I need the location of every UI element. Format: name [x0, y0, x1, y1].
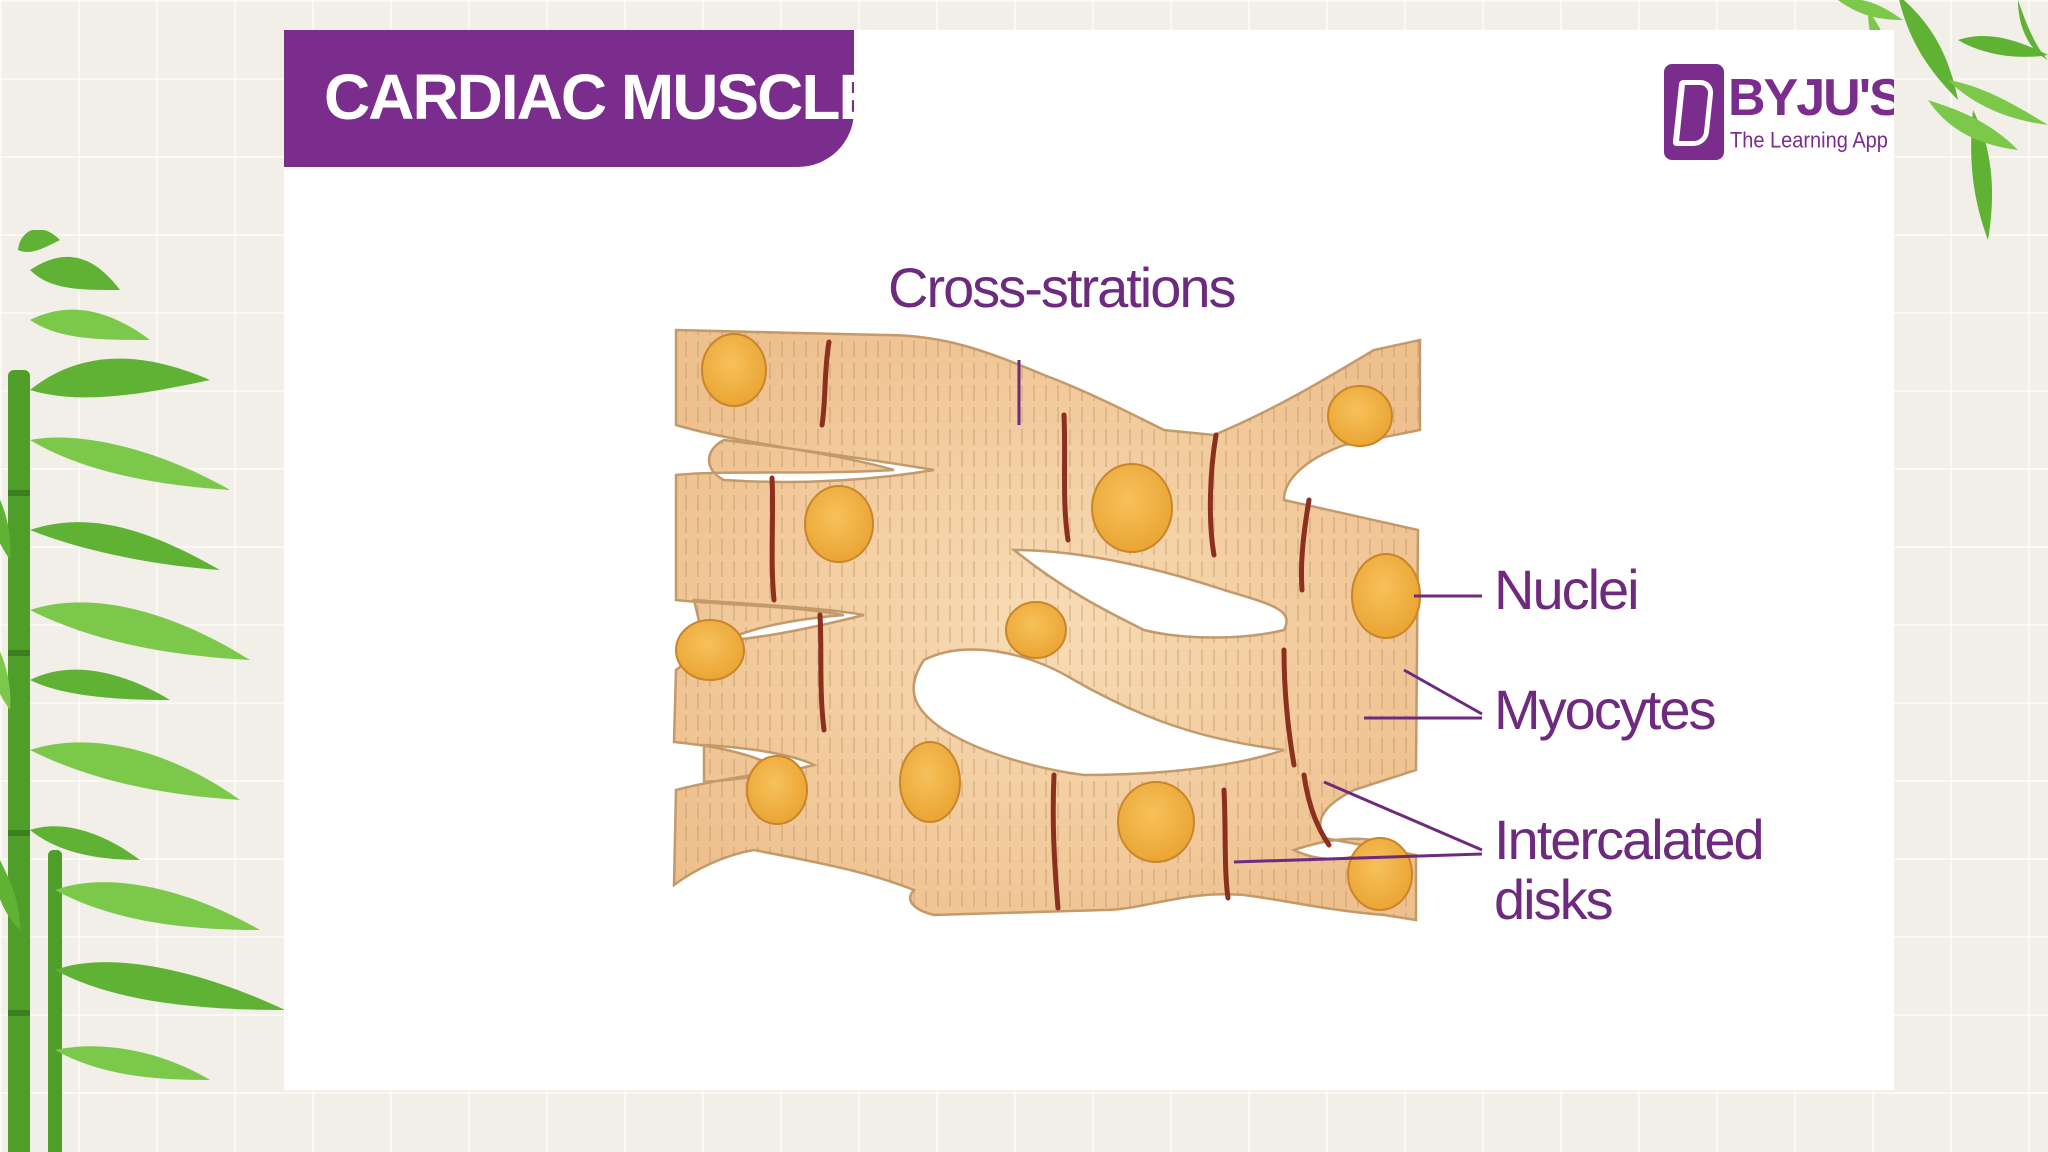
label-myocytes: Myocytes: [1494, 678, 1716, 741]
slide-title: CARDIAC MUSCLE: [324, 61, 881, 133]
label-intercalated-disks: Intercalated disks: [1494, 808, 1765, 932]
byjus-logo: BYJU'S The Learning App: [1664, 64, 1894, 174]
title-banner: CARDIAC MUSCLE: [284, 30, 881, 167]
logo-name: BYJU'S: [1728, 69, 1894, 127]
label-nuclei: Nuclei: [1494, 558, 1640, 621]
cardiac-muscle-illustration: [672, 328, 1483, 922]
label-intercalated-line2: disks: [1494, 868, 1614, 932]
leader-lines: [1017, 360, 1483, 864]
logo-tagline: The Learning App: [1730, 128, 1888, 154]
bamboo-decoration-left: [0, 230, 285, 1152]
nuclei: [675, 333, 1421, 911]
byjus-logo-icon: [1664, 64, 1724, 160]
intercalated-disks: [769, 339, 1332, 911]
slide-card: CARDIAC MUSCLE BYJU'S The Learning App: [284, 30, 1894, 1090]
label-intercalated-line1: Intercalated: [1494, 808, 1765, 871]
label-cross-strations: Cross-strations: [888, 256, 1237, 319]
